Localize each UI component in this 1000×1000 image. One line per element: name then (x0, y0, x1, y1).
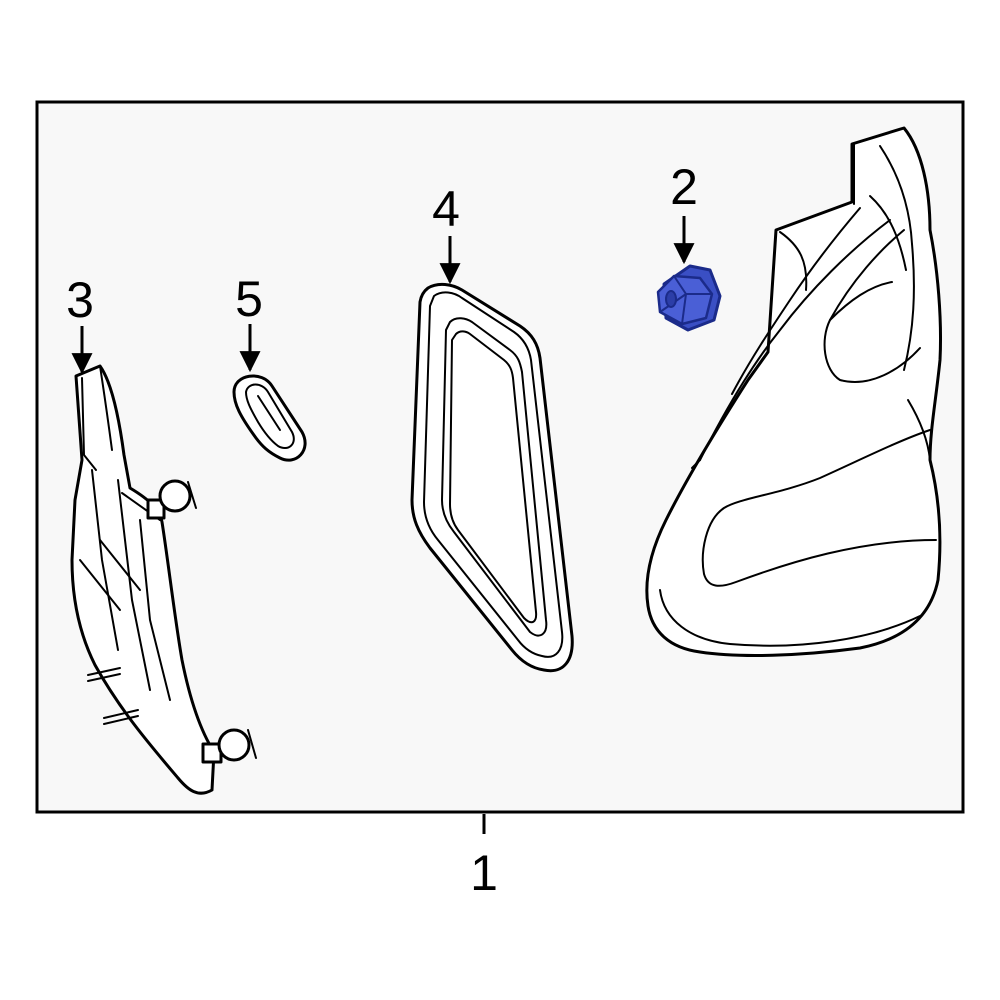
callout-4[interactable]: 4 (432, 181, 460, 237)
part-5-grommet[interactable] (232, 374, 307, 462)
part-3-bracket[interactable] (70, 364, 257, 795)
callout-3[interactable]: 3 (66, 272, 94, 328)
callout-2[interactable]: 2 (670, 159, 698, 215)
callout-5[interactable]: 5 (235, 271, 263, 327)
part-2-nut[interactable] (656, 264, 722, 332)
mirror-housing[interactable] (645, 126, 943, 657)
callout-1[interactable]: 1 (470, 845, 498, 901)
nut-hole-icon (665, 290, 677, 308)
part-4-gasket[interactable] (410, 282, 574, 673)
